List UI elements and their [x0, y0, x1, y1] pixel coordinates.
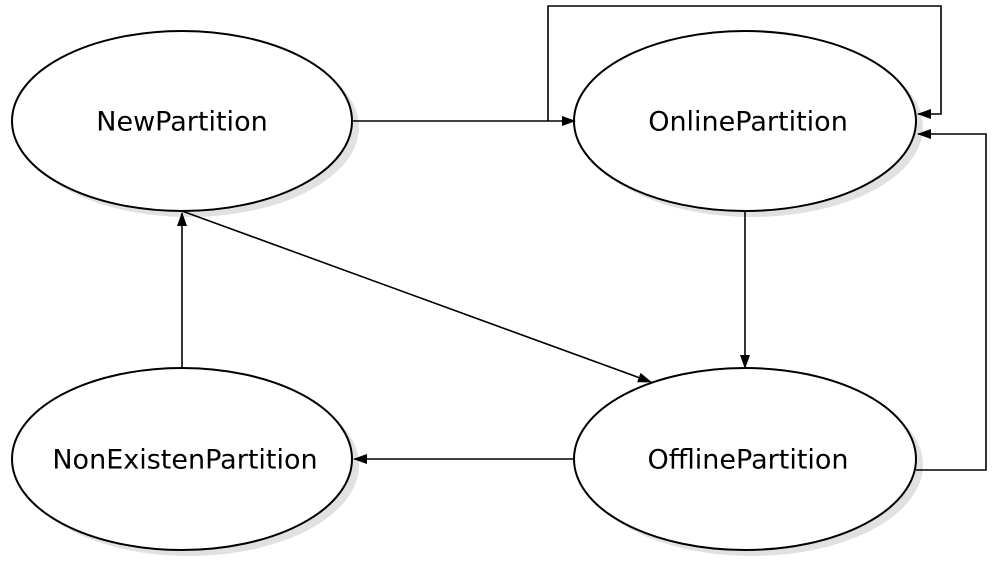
state-label-new-partition: NewPartition: [96, 107, 267, 138]
state-new-partition: NewPartition: [11, 30, 359, 217]
state-label-online-partition: OnlinePartition: [648, 107, 848, 138]
state-online-partition: OnlinePartition: [573, 30, 923, 217]
state-label-offline-partition: OfflinePartition: [647, 445, 848, 476]
edge-new-to-offline: [181, 210, 652, 383]
state-non-existen-partition: NonExistenPartition: [11, 367, 359, 556]
state-offline-partition: OfflinePartition: [573, 367, 923, 556]
edge-online-self-loop: [547, 5, 942, 121]
edge-offline-to-online: [916, 129, 987, 471]
state-label-non-existen-partition: NonExistenPartition: [52, 445, 317, 476]
